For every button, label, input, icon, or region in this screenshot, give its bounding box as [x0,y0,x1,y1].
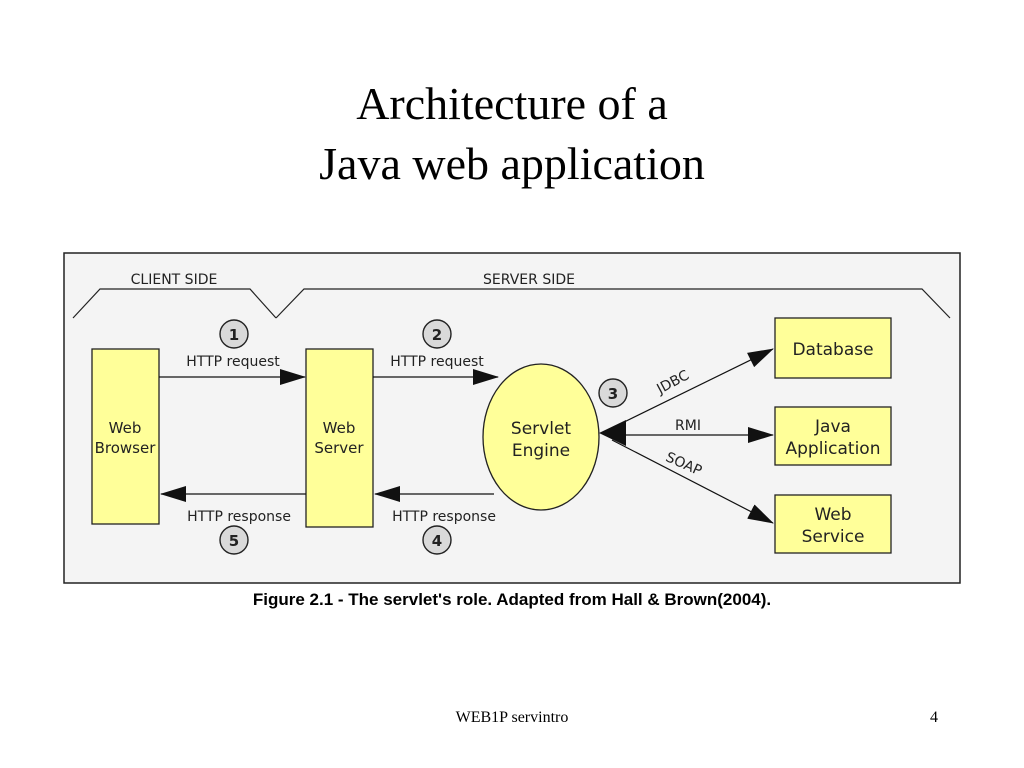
web-service-box [774,494,892,554]
title-line-2: Java web application [319,138,705,189]
servlet-engine-label-2: Engine [512,441,570,461]
step-marker-5: 5 [219,525,249,555]
servlet-engine-label-1: Servlet [511,419,571,439]
web-server-label-1: Web [323,419,356,437]
server-side-label: SERVER SIDE [483,272,575,288]
step-number-1: 1 [229,326,239,344]
engine-connector-head [599,420,626,446]
step-marker-4: 4 [422,525,452,555]
client-side-label: CLIENT SIDE [131,272,218,288]
java-application-box [774,406,892,466]
jdbc-arrow [611,348,774,429]
step-number-4: 4 [432,532,442,550]
java-application-label-1: Java [814,417,851,437]
step-marker-3: 3 [598,378,628,408]
page-number: 4 [930,709,938,726]
step-marker-2: 2 [422,319,452,349]
http-request-label-1: HTTP request [186,354,280,370]
web-browser-label-2: Browser [95,439,157,457]
soap-arrow [611,439,774,524]
step-number-3: 3 [608,385,618,403]
http-request-label-2: HTTP request [390,354,484,370]
web-server-box [305,348,374,528]
figure-caption: Figure 2.1 - The servlet's role. Adapted… [252,590,772,609]
web-service-label-2: Service [802,527,865,547]
slide-footer: WEB1P servintro [455,709,569,726]
slide-title: Architecture of a Java web application [0,74,1024,194]
step-number-5: 5 [229,532,239,550]
servlet-engine-ellipse [482,363,600,511]
web-browser-label-1: Web [109,419,142,437]
server-side-bracket [275,288,951,319]
step-number-2: 2 [432,326,442,344]
step-marker-1: 1 [219,319,249,349]
title-line-1: Architecture of a [356,78,668,129]
http-response-label-4: HTTP response [392,509,496,525]
web-service-label-1: Web [814,505,851,525]
database-box [774,317,892,379]
http-response-label-5: HTTP response [187,509,291,525]
rmi-label: RMI [675,418,701,434]
database-label: Database [792,340,873,360]
web-server-label-2: Server [314,439,364,457]
web-browser-box [91,348,160,525]
client-side-bracket [72,288,277,319]
java-application-label-2: Application [786,439,881,459]
